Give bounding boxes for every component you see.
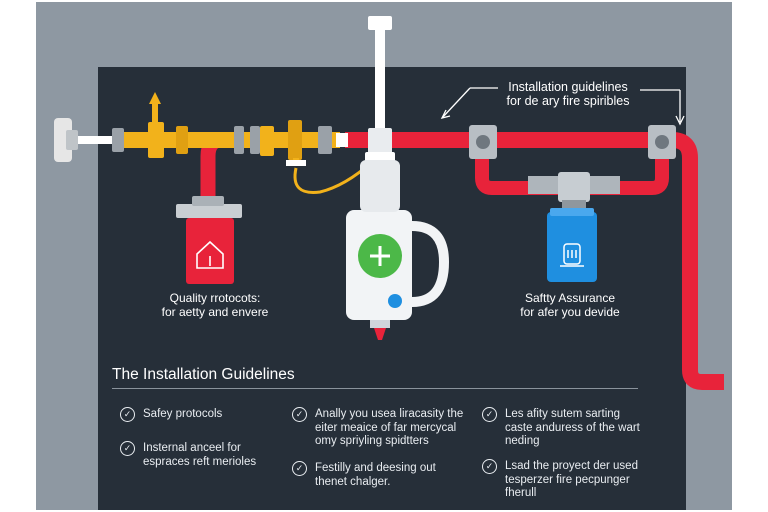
callout-arrow-right [640, 89, 685, 126]
red-unit-neck [192, 196, 224, 206]
red-outlet-tip [374, 328, 386, 340]
inlet-pipe [70, 136, 120, 144]
guideline-item: ✓ Festilly and deesing out thenet chalge… [292, 461, 467, 489]
guideline-text: Les afity sutem sarting caste anduress o… [505, 408, 640, 447]
quality-callout-title: Quality rrotocots: [169, 291, 261, 305]
section-divider [112, 388, 638, 389]
clamp-bolt-left [476, 135, 490, 149]
guideline-text: Lsad the proyect der used tesperzer fire… [505, 460, 638, 499]
quality-callout-subtitle: for aetty and envere [161, 305, 269, 319]
blue-tank-top [550, 208, 594, 216]
guideline-text: Festilly and deesing out thenet chalger. [315, 462, 436, 488]
safety-callout-subtitle: for afer you devide [520, 305, 620, 319]
top-callout-title: Installation guidelines [508, 80, 628, 94]
yellow-valve-3 [260, 126, 274, 156]
check-circle-icon: ✓ [120, 407, 135, 422]
junction-block [368, 128, 392, 154]
guideline-item: ✓ Lsad the proyect der used tesperzer fi… [482, 459, 642, 501]
yellow-pipe [118, 132, 340, 148]
quality-callout: Quality rrotocots: for aetty and envere [140, 291, 290, 319]
check-circle-icon: ✓ [482, 407, 497, 422]
check-circle-icon: ✓ [292, 407, 307, 422]
guideline-item: ✓ Insternal anceel for espraces reft mer… [120, 441, 280, 469]
supply-pipe-vertical [375, 28, 385, 148]
yellow-stem [152, 100, 158, 124]
yellow-valve-2 [176, 126, 188, 154]
top-callout-subtitle: for de ary fire spiribles [506, 94, 630, 108]
white-unit-top [365, 152, 395, 162]
red-unit-cap [176, 204, 242, 218]
safety-callout-title: Saftty Assurance [524, 291, 616, 305]
tee-body [558, 172, 590, 202]
sprinkler-head-icon [560, 243, 584, 267]
house-icon [196, 240, 224, 269]
guideline-text: Insternal anceel for espraces reft merio… [143, 442, 257, 468]
guideline-item: ✓ Les afity sutem sarting caste anduress… [482, 407, 647, 449]
callout-arrow-left [440, 87, 498, 119]
inlet-handwheel [54, 118, 72, 162]
grey-coupling-4 [318, 126, 332, 154]
yellow-collar [286, 160, 306, 166]
safety-callout: Saftty Assurance for afer you devide [500, 291, 640, 319]
white-unit-neck [360, 160, 400, 212]
grey-coupling-3 [250, 126, 260, 154]
guideline-item: ✓ Safey protocols [120, 407, 270, 422]
check-circle-icon: ✓ [482, 459, 497, 474]
supply-pipe-cap [368, 16, 392, 30]
yellow-valve-1 [148, 122, 164, 158]
blue-tank [547, 212, 597, 282]
red-unit-body [186, 218, 234, 284]
white-unit-handle [411, 221, 450, 307]
white-coupling [336, 133, 348, 147]
inlet-handwheel-hub [66, 130, 78, 150]
red-main-pipe [345, 132, 724, 390]
guideline-text: Anally you usea liracasity the eiter mea… [315, 408, 464, 447]
grey-coupling-2 [234, 126, 244, 154]
section-title: The Installation Guidelines [112, 366, 295, 383]
grey-coupling-1 [112, 128, 124, 152]
check-circle-icon: ✓ [292, 461, 307, 476]
guideline-text: Safey protocols [143, 408, 223, 420]
yellow-valve-4 [288, 120, 302, 160]
yellow-arrow-tip [149, 92, 161, 104]
top-callout: Installation guidelines for de ary fire … [450, 80, 686, 108]
clamp-bolt-right [655, 135, 669, 149]
check-circle-icon: ✓ [120, 441, 135, 456]
guideline-item: ✓ Anally you usea liracasity the eiter m… [292, 407, 467, 449]
blue-indicator-dot [388, 294, 402, 308]
plus-icon [370, 246, 390, 266]
white-unit-outlet [370, 320, 390, 328]
yellow-hose [293, 160, 373, 194]
